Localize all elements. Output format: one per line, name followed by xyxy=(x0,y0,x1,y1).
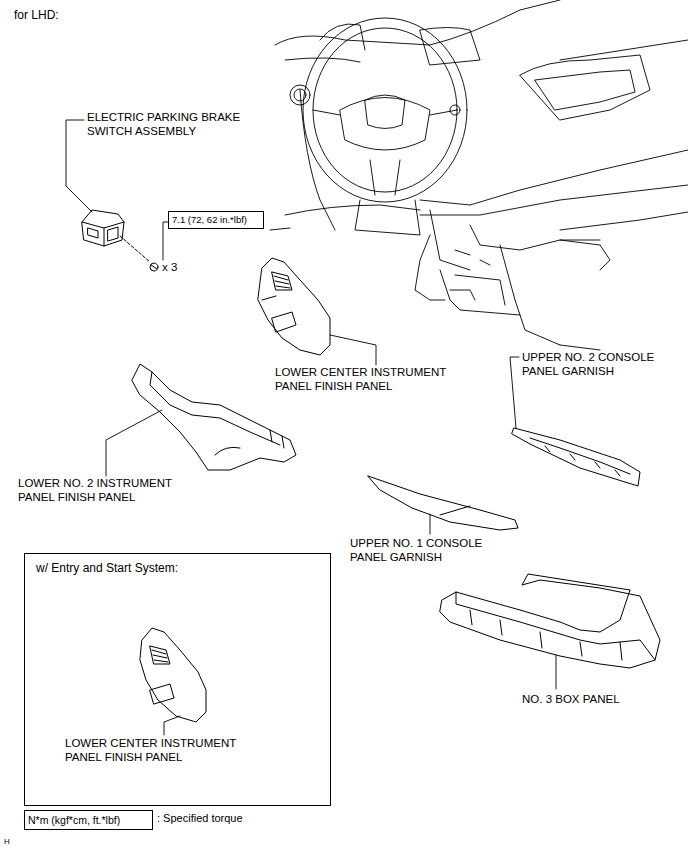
part-name: UPPER NO. 1 CONSOLE PANEL GARNISH xyxy=(350,536,500,564)
quantity: x 3 xyxy=(162,260,202,274)
part-name: ELECTRIC PARKING BRAKE SWITCH ASSEMBLY xyxy=(87,110,267,138)
part-name: NO. 3 BOX PANEL xyxy=(522,692,662,706)
variant-heading: w/ Entry and Start System: xyxy=(36,561,296,576)
upper-no1-garnish xyxy=(368,476,518,530)
dashboard-sketch xyxy=(270,0,688,350)
part-name: UPPER NO. 2 CONSOLE PANEL GARNISH xyxy=(522,350,672,378)
lower-center-panel xyxy=(258,258,330,355)
torque-legend-box: N*m (kgf*cm, ft.*lbf) xyxy=(24,810,153,830)
part-name: LOWER CENTER INSTRUMENT PANEL FINISH PAN… xyxy=(275,365,475,393)
lower-no2-panel xyxy=(132,364,296,470)
torque-box: 7.1 (72, 62 in.*lbf) xyxy=(168,211,264,229)
figure-code: H xyxy=(4,837,24,847)
part-name: LOWER CENTER INSTRUMENT PANEL FINISH PAN… xyxy=(65,736,265,764)
leader-lines xyxy=(66,120,556,735)
variant-box: w/ Entry and Start System: LOWER CENTER I… xyxy=(24,553,331,806)
for-lhd-heading: for LHD: xyxy=(14,8,134,23)
parking-brake-switch xyxy=(82,210,158,271)
upper-no2-garnish xyxy=(512,428,640,486)
torque-value: N*m (kgf*cm, ft.*lbf) xyxy=(28,814,120,827)
part-name: LOWER NO. 2 INSTRUMENT PANEL FINISH PANE… xyxy=(18,476,196,504)
lower-center-panel-entry xyxy=(140,628,206,722)
torque-value: 7.1 (72, 62 in.*lbf) xyxy=(172,214,247,226)
legend-text: : Specified torque xyxy=(157,812,297,825)
no3-box-panel xyxy=(440,574,660,668)
